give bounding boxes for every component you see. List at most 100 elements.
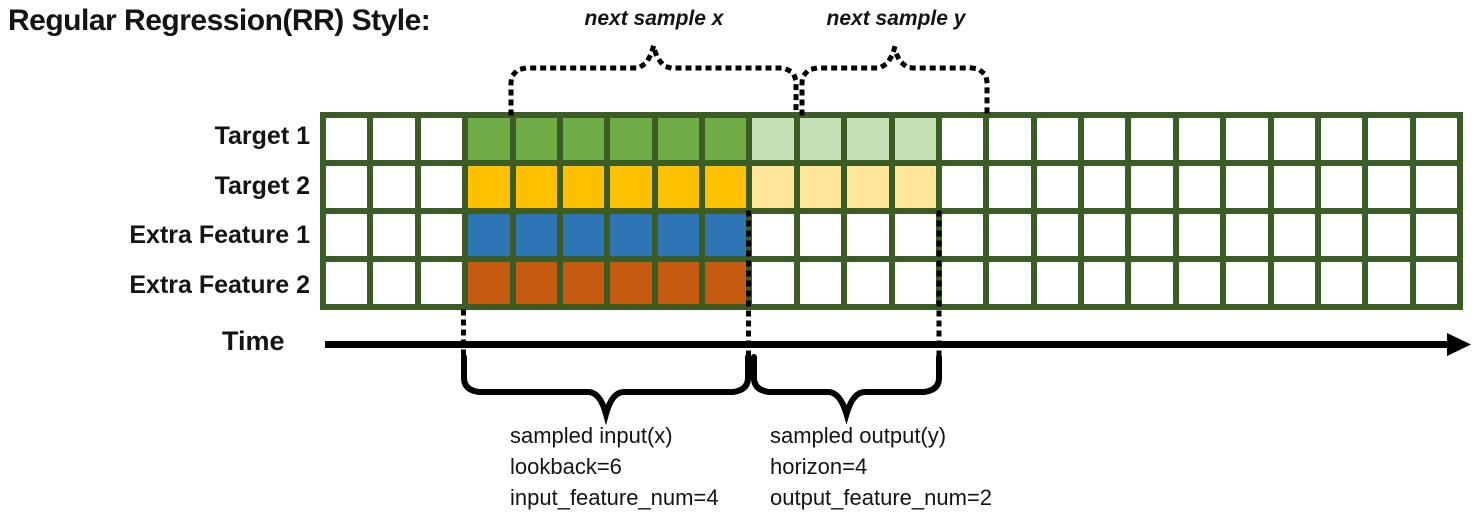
grid-cell	[847, 166, 889, 208]
grid-cell	[1226, 262, 1268, 304]
diagram-title: Regular Regression(RR) Style:	[8, 4, 431, 37]
grid-cell	[468, 118, 510, 160]
annotation-line: sampled output(y)	[770, 423, 947, 448]
grid-cell	[1415, 262, 1457, 304]
grid-cell	[1368, 214, 1410, 256]
grid-cell	[1131, 214, 1173, 256]
grid-cell	[1368, 118, 1410, 160]
grid-cell	[373, 214, 415, 256]
grid-cell	[1273, 262, 1315, 304]
grid-cell	[326, 214, 368, 256]
grid-cell	[657, 166, 699, 208]
annotation-line: sampled input(x)	[510, 423, 673, 448]
grid-cell	[752, 118, 794, 160]
grid-cell	[326, 262, 368, 304]
grid-cell	[799, 214, 842, 256]
grid-cell	[894, 262, 936, 304]
grid-cell	[1320, 214, 1363, 256]
time-axis-label: Time	[222, 326, 285, 356]
grid-cell	[705, 214, 747, 256]
grid-cell	[1226, 118, 1268, 160]
grid-cell	[1320, 166, 1363, 208]
grid-cell	[1036, 118, 1078, 160]
grid-cell	[657, 262, 699, 304]
grid-cell	[989, 214, 1031, 256]
next-sample-y-label: next sample y	[826, 7, 966, 30]
grid-cell	[894, 166, 936, 208]
grid-cell	[705, 166, 747, 208]
grid-cell	[752, 166, 794, 208]
grid-cell	[1084, 166, 1126, 208]
grid-cell	[1368, 262, 1410, 304]
grid-cell	[326, 166, 368, 208]
grid-cell	[847, 118, 889, 160]
grid-cell	[1084, 214, 1126, 256]
grid-cell	[657, 118, 699, 160]
grid-cell	[1131, 262, 1173, 304]
grid-cell	[468, 166, 510, 208]
sampled-output-brace	[751, 354, 942, 425]
row-label: Target 1	[214, 122, 310, 151]
grid-cell	[1036, 166, 1078, 208]
grid-cell	[1178, 166, 1221, 208]
row-label: Extra Feature 1	[129, 221, 310, 250]
grid-cell	[326, 118, 368, 160]
grid-cell	[420, 262, 463, 304]
sampled-input-annotation: sampled input(x) lookback=6 input_feature_…	[510, 420, 719, 513]
grid-cell	[1320, 262, 1363, 304]
grid-cell	[468, 214, 510, 256]
grid-cell	[373, 166, 415, 208]
grid-cell	[941, 262, 984, 304]
grid-cell	[1273, 118, 1315, 160]
grid-cell	[1178, 262, 1221, 304]
grid-cell	[989, 262, 1031, 304]
grid-cell	[515, 262, 557, 304]
grid-cell	[515, 166, 557, 208]
annotation-line: horizon=4	[770, 454, 868, 479]
grid-cell	[799, 118, 842, 160]
grid-cell	[752, 262, 794, 304]
grid-cell	[515, 214, 557, 256]
grid-cell	[562, 262, 605, 304]
grid-cell	[1036, 262, 1078, 304]
grid-cell	[894, 214, 936, 256]
grid-cell	[1036, 214, 1078, 256]
grid-cell	[657, 214, 699, 256]
grid-cell	[705, 118, 747, 160]
grid-cell	[1320, 118, 1363, 160]
annotation-line: input_feature_num=4	[510, 485, 719, 510]
grid-cell	[1226, 214, 1268, 256]
grid-cell	[610, 262, 652, 304]
grid-cell	[1131, 118, 1173, 160]
grid-cell	[705, 262, 747, 304]
grid-cell	[562, 214, 605, 256]
grid-cell	[847, 214, 889, 256]
grid-cell	[941, 214, 984, 256]
grid-cell	[610, 214, 652, 256]
grid-cell	[894, 118, 936, 160]
grid-cell	[468, 262, 510, 304]
annotation-line: lookback=6	[510, 454, 622, 479]
grid-cell	[562, 166, 605, 208]
grid-cell	[1273, 214, 1315, 256]
grid-cell	[420, 118, 463, 160]
grid-cell	[1131, 166, 1173, 208]
grid-cell	[610, 166, 652, 208]
grid-cell	[515, 118, 557, 160]
grid-cell	[1084, 262, 1126, 304]
grid-cell	[1226, 166, 1268, 208]
grid-cell	[610, 118, 652, 160]
grid-cell	[420, 166, 463, 208]
grid-cell	[1084, 118, 1126, 160]
grid-cell	[420, 214, 463, 256]
row-label: Extra Feature 2	[129, 270, 310, 299]
grid-cell	[799, 166, 842, 208]
grid-cell	[562, 118, 605, 160]
next-sample-x-label: next sample x	[584, 7, 724, 30]
grid-cell	[373, 262, 415, 304]
sample-grid	[320, 112, 1463, 310]
grid-cell	[799, 262, 842, 304]
